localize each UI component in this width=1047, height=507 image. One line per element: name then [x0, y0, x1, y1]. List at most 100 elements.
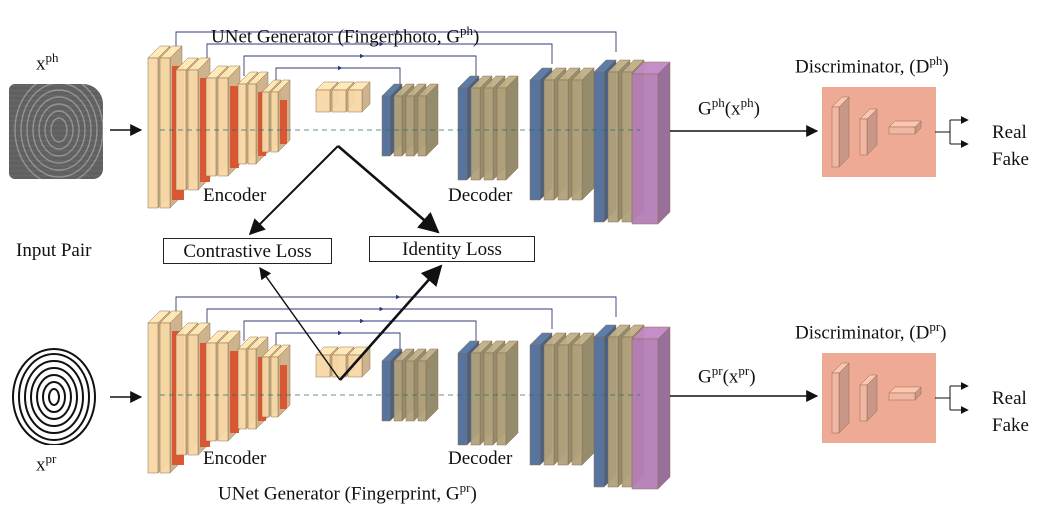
bottom-fake-label: Fake [992, 415, 1029, 436]
decoder-block-3-1-front [529, 344, 541, 466]
discriminator-layer-1-side [838, 96, 850, 168]
bottleneck-block-2-front [331, 354, 347, 378]
top-discriminator-title: Discriminator, (Dph) [795, 53, 949, 78]
output-layer-front [631, 338, 659, 490]
decoder-block-2-4 [496, 75, 519, 181]
encoder-block-5-1-front [261, 356, 270, 418]
bottom-to-contrastive-arrow [259, 267, 341, 381]
encoder-block-3-1-front [205, 342, 217, 442]
decoder-block-2-4-side [505, 75, 519, 181]
discriminator-layer-2-front [859, 118, 868, 156]
encoder-block-5-2-front [270, 91, 279, 153]
decoder-block-3-1-front [529, 79, 541, 201]
decoder-block-1-4-front [417, 360, 427, 422]
decoder-block-1-2-front [393, 360, 403, 422]
decoder-block-3-3-front [557, 344, 569, 466]
encoder-block-4-2-front [247, 348, 257, 430]
decoder-block-1-4-side [425, 348, 439, 422]
top-generator-title: UNet Generator (Fingerphoto, Gph) [211, 23, 480, 48]
fingerphoto-texture [9, 84, 103, 179]
bottleneck-block-3 [347, 81, 371, 113]
encoder-block-3-2-front [217, 77, 229, 177]
encoder-red-layer-3 [230, 86, 239, 168]
bottom-discriminator [822, 353, 969, 443]
decoder-block-4-1-front [593, 336, 605, 488]
encoder-block-4-2-front [247, 83, 257, 165]
bottom-input-label: xpr [36, 451, 57, 476]
discriminator-layer-1-side [838, 362, 850, 434]
decoder-block-3-2-front [543, 344, 555, 466]
decoder-block-2-4-front [496, 87, 507, 181]
decoder-block-1-3-front [405, 360, 415, 422]
output-layer-side [657, 326, 671, 490]
discriminator-layer-2 [859, 374, 878, 422]
discriminator-layer-1-front [831, 372, 840, 434]
encoder-red-layer-3 [230, 351, 239, 433]
decoder-block-4-1-front [593, 71, 605, 223]
top-encoder-label: Encoder [203, 185, 267, 206]
discriminator-layer-3-front [888, 392, 916, 401]
top-to-contrastive-arrow [248, 145, 339, 236]
identity-loss-box: Identity Loss [369, 236, 535, 262]
decoder-block-3-4-side [581, 67, 595, 201]
encoder-block-5-2-front [270, 356, 279, 418]
encoder-red-layer-5 [280, 100, 287, 144]
encoder-block-4-1-front [237, 348, 247, 430]
decoder-block-3-2-front [543, 79, 555, 201]
discriminator-layer-3 [888, 386, 922, 401]
discriminator-layer-3-front [888, 126, 916, 135]
decoder-block-1-4-side [425, 83, 439, 157]
top-real-label: Real [992, 122, 1027, 143]
decoder-block-2-4 [496, 340, 519, 446]
fingerprint-texture [12, 348, 96, 446]
decoder-block-1-4 [417, 348, 439, 422]
bottleneck-block-1-front [315, 354, 331, 378]
decoder-block-4-3-front [621, 71, 633, 223]
discriminator-layer-1 [831, 362, 850, 434]
input-pair-label: Input Pair [16, 240, 92, 261]
discriminator-layer-1-front [831, 106, 840, 168]
discriminator-layer-1 [831, 96, 850, 168]
bottom-discriminator-title: Discriminator, (Dpr) [795, 319, 947, 344]
bottom-real-label: Real [992, 388, 1027, 409]
top-to-identity-arrow [337, 145, 440, 234]
decoder-block-2-1-front [457, 352, 468, 446]
decoder-block-2-3-front [483, 87, 494, 181]
bottom-unet-generator [110, 294, 819, 490]
discriminator-layer-3 [888, 120, 922, 135]
decoder-block-3-4-front [571, 344, 583, 466]
decoder-block-3-4 [571, 332, 595, 466]
decoder-block-1-4 [417, 83, 439, 157]
skip-connection-3 [243, 55, 477, 76]
output-layer [631, 61, 671, 225]
decoder-block-2-2-front [470, 352, 481, 446]
contrastive-loss-box: Contrastive Loss [163, 238, 332, 264]
encoder-block-1-2-front [159, 322, 171, 474]
output-layer-side [657, 61, 671, 225]
output-layer [631, 326, 671, 490]
bottom-to-identity-arrow [339, 264, 443, 381]
encoder-block-3-1-front [205, 77, 217, 177]
bottleneck-block-2-front [331, 89, 347, 113]
skip-connection-3 [243, 320, 477, 341]
top-decoder-label: Decoder [448, 185, 513, 206]
bottleneck-block-1-front [315, 89, 331, 113]
fingerprint-image [9, 345, 99, 446]
fingerphoto-image [9, 84, 103, 179]
bottom-decoder-label: Decoder [448, 448, 513, 469]
decoder-block-1-4-front [417, 95, 427, 157]
encoder-block-3-2-front [217, 342, 229, 442]
decoder-block-2-4-front [496, 352, 507, 446]
loss-arrows [248, 145, 443, 381]
top-discriminator [822, 87, 969, 177]
output-layer-front [631, 73, 659, 225]
encoder-block-5-1-front [261, 91, 270, 153]
bottom-generator-title: UNet Generator (Fingerprint, Gpr) [218, 480, 477, 505]
encoder-block-4-1-front [237, 83, 247, 165]
top-fake-label: Fake [992, 149, 1029, 170]
encoder-red-layer-5 [280, 365, 287, 409]
decoder-block-3-3-front [557, 79, 569, 201]
decoder-block-1-1-front [381, 95, 391, 157]
decoder-block-2-1-front [457, 87, 468, 181]
